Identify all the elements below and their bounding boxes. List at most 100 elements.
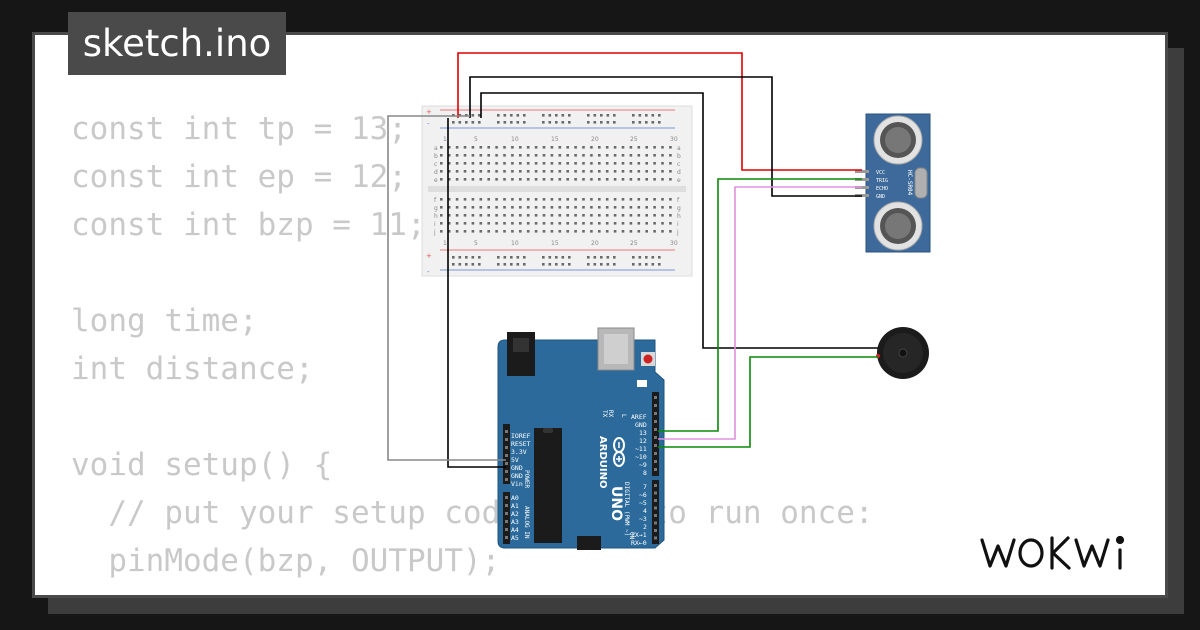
breadboard-hole: [550, 230, 554, 233]
column-number: 1: [443, 136, 447, 143]
breadboard-hole: [455, 162, 459, 165]
breadboard-hole: [632, 114, 635, 117]
breadboard-hole: [542, 114, 545, 117]
breadboard-hole: [605, 214, 609, 217]
breadboard-hole: [495, 154, 498, 157]
breadboard-hole: [645, 263, 648, 266]
breadboard-hole: [598, 154, 601, 157]
power-section-label: POWER: [523, 470, 530, 488]
breadboard-hole: [519, 162, 522, 165]
breadboard-hole: [574, 170, 577, 173]
breadboard-hole: [550, 198, 554, 201]
analog-pin-label: A5: [511, 534, 519, 542]
power-pin-label: IOREF: [511, 432, 531, 440]
breadboard-hole: [645, 114, 648, 117]
breadboard-hole: [503, 263, 507, 266]
breadboard-hole: [440, 206, 443, 209]
breadboard-hole: [661, 206, 664, 209]
breadboard-hole: [568, 114, 571, 117]
column-number: 20: [591, 136, 599, 143]
breadboard-hole: [658, 263, 661, 266]
breadboard-hole: [558, 170, 562, 173]
header-pin: [654, 506, 657, 510]
breadboard-hole: [598, 162, 601, 165]
breadboard-hole: [653, 198, 656, 201]
breadboard-hole: [542, 230, 546, 233]
breadboard-hole: [463, 154, 467, 157]
breadboard-hole: [645, 121, 648, 124]
breadboard-hole: [574, 178, 577, 181]
breadboard-hole: [661, 146, 664, 149]
breadboard-hole: [519, 206, 522, 209]
breadboard-hole: [566, 146, 569, 149]
breadboard-hole: [463, 198, 467, 201]
breadboard-hole: [519, 178, 522, 181]
breadboard-hole: [526, 178, 530, 181]
breadboard-hole: [495, 222, 498, 225]
header-pin: [505, 496, 508, 499]
breadboard-hole: [587, 263, 590, 266]
breadboard-hole: [516, 263, 520, 266]
reset-button-cap: [643, 354, 653, 364]
breadboard-hole: [582, 214, 585, 217]
breadboard-hole: [550, 170, 554, 173]
header-pin: [654, 468, 657, 471]
sensor-pin-label: GND: [876, 194, 885, 200]
breadboard-hole: [645, 222, 648, 225]
column-number: 15: [551, 240, 559, 247]
rail-sign-minus: -: [427, 120, 430, 128]
row-letter: g: [677, 205, 681, 212]
row-letter: g: [434, 205, 438, 212]
breadboard-hole: [534, 230, 538, 233]
breadboard-hole: [598, 206, 601, 209]
breadboard-hole: [558, 178, 562, 181]
breadboard-hole: [542, 162, 546, 165]
breadboard-hole: [661, 230, 664, 233]
breadboard-hole: [637, 178, 641, 181]
breadboard-hole: [561, 121, 565, 124]
breadboard-hole: [590, 206, 593, 209]
breadboard-hole: [651, 114, 655, 117]
breadboard-hole: [555, 121, 558, 124]
breadboard-hole: [605, 162, 609, 165]
breadboard-hole: [555, 114, 558, 117]
header-pin: [505, 478, 508, 481]
breadboard-hole: [463, 222, 467, 225]
breadboard-hole: [526, 162, 530, 165]
analog-pin-label: A3: [511, 518, 519, 526]
arduino-brand-text: ARDUINO: [597, 436, 608, 488]
power-pin-label: 3.3V: [511, 448, 527, 456]
header-pin: [505, 430, 508, 433]
breadboard-hole: [542, 206, 546, 209]
row-letter: e: [434, 177, 438, 184]
breadboard-hole: [566, 198, 569, 201]
breadboard-hole: [478, 121, 481, 124]
breadboard-hole: [452, 121, 455, 124]
breadboard-hole: [669, 162, 672, 165]
breadboard-hole: [542, 222, 546, 225]
header-pin: [654, 428, 657, 431]
breadboard-hole: [661, 198, 664, 201]
breadboard-hole: [447, 154, 451, 157]
header-pin: [654, 499, 657, 502]
wires: [387, 52, 878, 468]
column-number: 10: [511, 136, 519, 143]
breadboard-hole: [511, 214, 514, 217]
header-pin: [654, 404, 657, 407]
breadboard-hole: [440, 198, 443, 201]
wire-gnd-black-sensor: [469, 76, 862, 197]
breadboard-hole: [487, 230, 490, 233]
breadboard-hole: [653, 222, 656, 225]
header-pin: [505, 520, 508, 523]
digital-header-top: [652, 392, 659, 476]
breadboard-hole: [455, 170, 459, 173]
breadboard-hole: [487, 146, 490, 149]
breadboard-hole: [558, 214, 562, 217]
ultrasonic-sensor: HC-SR04 VCC TRIG ECHO GND: [855, 113, 931, 253]
breadboard-hole: [669, 230, 672, 233]
breadboard-hole: [550, 206, 554, 209]
breadboard-hole: [587, 121, 590, 124]
breadboard-hole: [542, 198, 546, 201]
arduino-uno: IOREF RESET 3.3V 5V GND GND Vin A0 A1 A2…: [497, 327, 665, 550]
breadboard-hole: [542, 154, 546, 157]
